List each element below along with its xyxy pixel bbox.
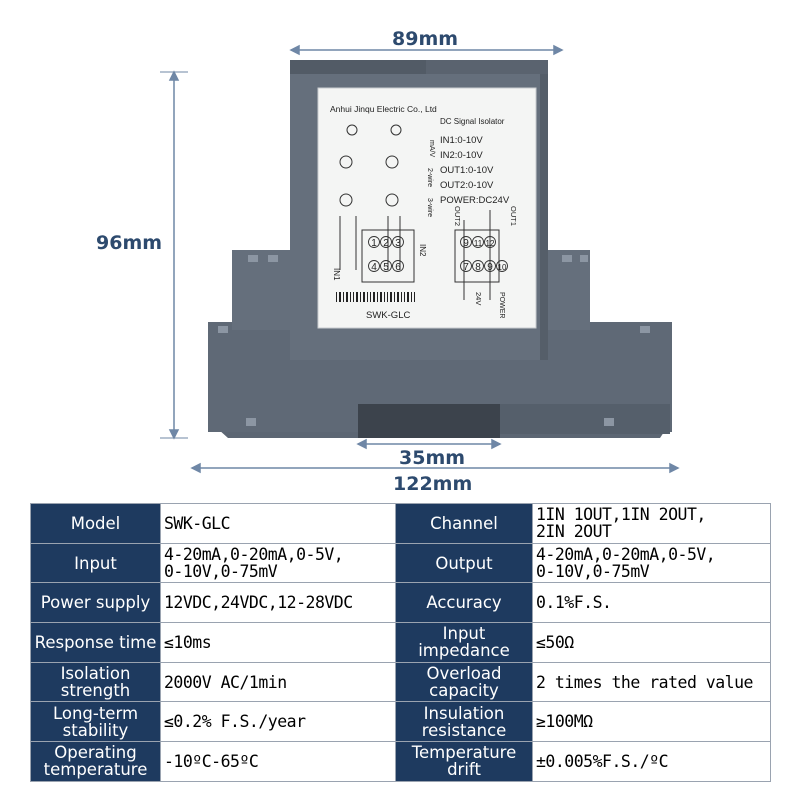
- label-2wire: 2-wire: [426, 168, 433, 187]
- spec-label: Accuracy: [395, 582, 533, 624]
- spec-value: ≤0.2% F.S./year: [160, 701, 396, 743]
- label-product: DC Signal Isolator: [440, 117, 505, 126]
- spec-value: 4-20mA,0-20mA,0-5V,0-10V,0-75mV: [160, 542, 396, 584]
- label-line-5: POWER:DC24V: [440, 195, 510, 206]
- terminal-9b: 9: [487, 262, 493, 273]
- terminal-11: 11: [474, 239, 483, 248]
- label-3wire: 3-wire: [426, 198, 433, 217]
- spec-value: 2000V AC/1min: [160, 661, 396, 703]
- label-company: Anhui Jinqu Electric Co., Ltd: [330, 104, 437, 114]
- spec-value: 1IN 1OUT,1IN 2OUT,2IN 2OUT: [532, 503, 771, 544]
- label-in2: IN2: [418, 244, 427, 257]
- label-out1: OUT1: [509, 206, 518, 226]
- spec-label: Channel: [395, 503, 533, 544]
- label-model: SWK-GLC: [366, 310, 410, 321]
- terminal-2: 2: [383, 238, 389, 249]
- label-line-1: IN1:0-10V: [440, 135, 483, 146]
- spec-label: Response time: [30, 622, 161, 663]
- barcode: [336, 292, 415, 302]
- dimension-width-total: 122mm: [393, 473, 473, 495]
- label-power: POWER: [498, 292, 505, 318]
- spec-label: Input: [30, 542, 161, 584]
- spec-value: ≥100MΩ: [532, 701, 771, 743]
- terminal-9: 9: [463, 238, 469, 249]
- dimension-height: 96mm: [96, 232, 163, 254]
- spec-value: ≤50Ω: [532, 622, 771, 663]
- spec-value: ±0.005%F.S./ºC: [532, 741, 771, 782]
- label-unit: mA/V: [428, 140, 435, 157]
- spec-value: -10ºC-65ºC: [160, 741, 396, 782]
- dimension-width-top: 89mm: [392, 28, 459, 50]
- spec-label: Output: [395, 542, 533, 584]
- spec-label: Power supply: [30, 582, 161, 624]
- label-24v: 24V: [474, 292, 483, 305]
- dimension-rail: 35mm: [399, 447, 466, 469]
- label-line-3: OUT1:0-10V: [440, 165, 494, 176]
- terminal-10: 10: [498, 263, 507, 272]
- terminal-7: 7: [463, 262, 469, 273]
- label-in1: IN1: [332, 268, 341, 281]
- spec-value: ≤10ms: [160, 622, 396, 663]
- isolator-illustration: Anhui Jinqu Electric Co., Ltd DC Signal …: [160, 44, 680, 474]
- label-out2: OUT2: [453, 206, 462, 226]
- spec-label: Model: [30, 503, 161, 544]
- spec-value: 4-20mA,0-20mA,0-5V,0-10V,0-75mV: [532, 542, 771, 584]
- terminal-8: 8: [475, 262, 481, 273]
- spec-value: 2 times the rated value: [532, 661, 771, 703]
- terminal-4: 4: [371, 262, 377, 273]
- spec-value: 12VDC,24VDC,12-28VDC: [160, 582, 396, 624]
- label-line-4: OUT2:0-10V: [440, 180, 494, 191]
- product-image: Anhui Jinqu Electric Co., Ltd DC Signal …: [96, 28, 680, 495]
- terminal-12: 12: [486, 239, 495, 248]
- terminal-5: 5: [383, 262, 389, 273]
- spec-value: SWK-GLC: [160, 503, 396, 544]
- terminal-3: 3: [395, 238, 401, 249]
- label-line-2: IN2:0-10V: [440, 150, 483, 161]
- spec-value: 0.1%F.S.: [532, 582, 771, 624]
- terminal-6: 6: [395, 262, 401, 273]
- terminal-1: 1: [371, 238, 377, 249]
